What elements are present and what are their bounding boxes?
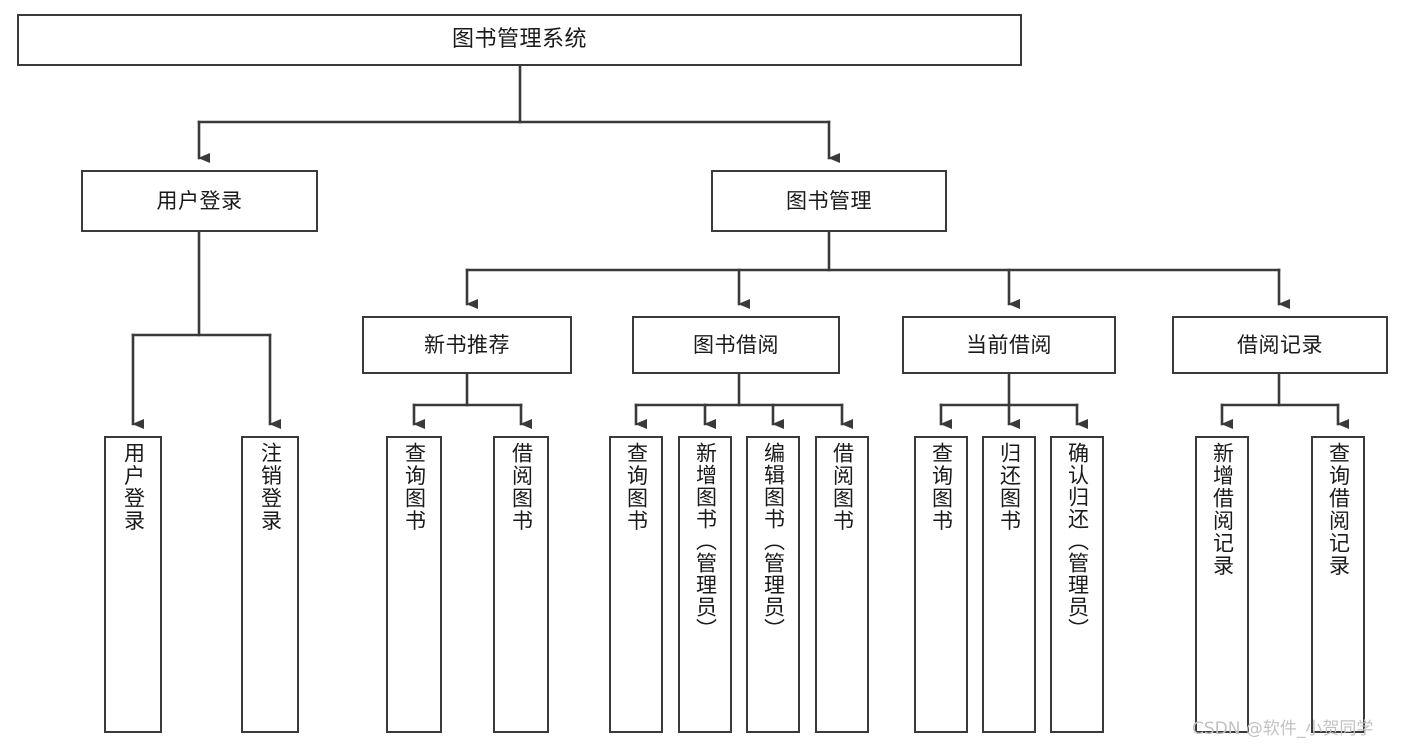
- leaf-query-book-current[interactable]: 查询图书: [914, 436, 968, 733]
- node-label: 用户登录: [121, 442, 146, 532]
- node-label: 注销登录: [258, 442, 283, 532]
- leaf-return-book[interactable]: 归还图书: [982, 436, 1036, 733]
- node-label: 查询借阅记录: [1326, 442, 1351, 577]
- leaf-user-login[interactable]: 用户登录: [104, 436, 162, 733]
- node-book-management[interactable]: 图书管理: [711, 170, 947, 232]
- leaf-query-book-recommend[interactable]: 查询图书: [386, 436, 442, 733]
- node-current-borrow[interactable]: 当前借阅: [902, 316, 1116, 374]
- node-label: 图书借阅: [693, 332, 779, 357]
- node-label: 当前借阅: [966, 332, 1052, 357]
- node-book-borrow[interactable]: 图书借阅: [632, 316, 840, 374]
- node-label: 借阅图书: [509, 442, 534, 532]
- leaf-add-book-admin[interactable]: 新增图书（管理员）: [678, 436, 732, 733]
- leaf-borrow-book-recommend[interactable]: 借阅图书: [493, 436, 549, 733]
- leaf-edit-book-admin[interactable]: 编辑图书（管理员）: [746, 436, 800, 733]
- node-label: 借阅记录: [1237, 332, 1323, 357]
- node-label: 查询图书: [929, 442, 954, 532]
- node-borrow-record[interactable]: 借阅记录: [1172, 316, 1388, 374]
- leaf-query-book-borrow[interactable]: 查询图书: [609, 436, 663, 733]
- node-label: 新增图书（管理员）: [693, 442, 718, 640]
- leaf-user-logout[interactable]: 注销登录: [241, 436, 299, 733]
- node-root-book-management-system[interactable]: 图书管理系统: [17, 14, 1022, 66]
- node-label: 新增借阅记录: [1210, 442, 1235, 577]
- node-user-login[interactable]: 用户登录: [81, 170, 318, 232]
- node-label: 查询图书: [624, 442, 649, 532]
- node-label: 查询图书: [402, 442, 427, 532]
- node-label: 用户登录: [156, 188, 243, 213]
- leaf-confirm-return-admin[interactable]: 确认归还（管理员）: [1050, 436, 1104, 733]
- node-label: 编辑图书（管理员）: [761, 442, 786, 640]
- node-label: 借阅图书: [830, 442, 855, 532]
- node-label: 图书管理系统: [451, 27, 587, 53]
- node-label: 归还图书: [997, 442, 1022, 532]
- leaf-borrow-book[interactable]: 借阅图书: [815, 436, 869, 733]
- leaf-query-borrow-record[interactable]: 查询借阅记录: [1311, 436, 1365, 733]
- leaf-add-borrow-record[interactable]: 新增借阅记录: [1195, 436, 1249, 733]
- node-label: 图书管理: [786, 188, 872, 213]
- node-label: 新书推荐: [424, 332, 510, 357]
- csdn-watermark: CSDN @软件_小贺同学: [1192, 719, 1374, 739]
- node-label: 确认归还（管理员）: [1065, 442, 1090, 640]
- node-new-book-recommend[interactable]: 新书推荐: [362, 316, 572, 374]
